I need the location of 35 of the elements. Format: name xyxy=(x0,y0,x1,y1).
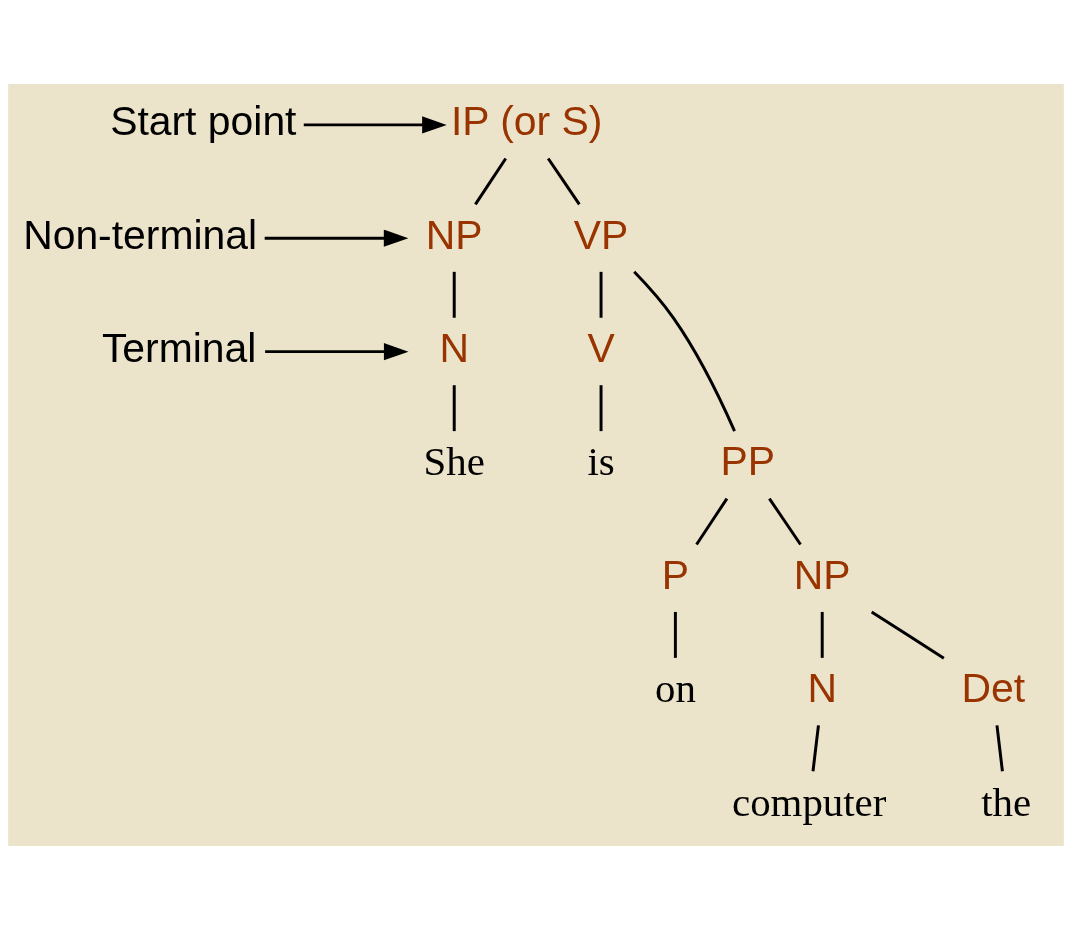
connector xyxy=(870,610,945,660)
connector xyxy=(633,270,736,432)
node-text: VP xyxy=(573,211,629,258)
arrow xyxy=(264,229,409,247)
node-text: computer xyxy=(732,779,887,825)
arrow xyxy=(265,343,409,361)
node-text: Non-terminal xyxy=(23,211,258,258)
connector xyxy=(820,611,824,658)
node-text: N xyxy=(439,325,469,372)
connector xyxy=(811,725,820,772)
connector xyxy=(599,385,603,432)
node-text: NP xyxy=(793,551,851,598)
connector xyxy=(474,157,507,206)
node-text: She xyxy=(423,439,485,485)
connector xyxy=(599,271,603,318)
connector xyxy=(452,271,456,318)
node-text: is xyxy=(587,439,615,485)
node-text: PP xyxy=(720,438,776,485)
connector xyxy=(673,611,677,658)
connector xyxy=(452,385,456,432)
node-text: N xyxy=(807,665,837,712)
connector xyxy=(695,497,729,546)
node-text: NP xyxy=(425,211,483,258)
node-text: V xyxy=(587,325,615,372)
node-text: Det xyxy=(961,665,1025,712)
node-text: on xyxy=(654,666,696,712)
connector xyxy=(547,157,581,206)
connector xyxy=(995,725,1004,772)
node-text: Terminal xyxy=(101,325,257,372)
arrow xyxy=(303,116,447,134)
node-text: P xyxy=(661,551,690,598)
node-text: the xyxy=(981,779,1032,825)
connector xyxy=(768,497,802,546)
node-text: Start point xyxy=(110,98,297,145)
node-text: IP (or S) xyxy=(450,98,603,145)
